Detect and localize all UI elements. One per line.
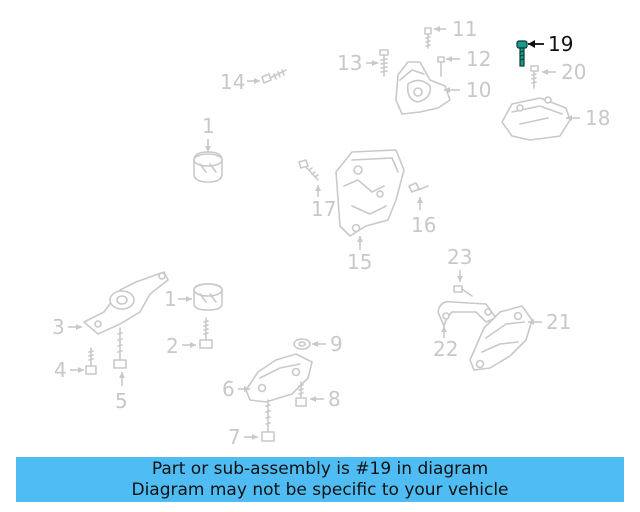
svg-text:3: 3 <box>52 315 65 339</box>
part-16-bolt <box>408 182 429 193</box>
part-9-washer <box>293 338 311 350</box>
svg-text:19: 19 <box>548 32 573 56</box>
svg-text:16: 16 <box>411 213 436 237</box>
part-1-mount-lower <box>193 283 223 311</box>
svg-text:11: 11 <box>452 17 477 41</box>
part-4-bolt <box>85 347 97 375</box>
svg-text:6: 6 <box>222 377 235 401</box>
svg-text:23: 23 <box>447 245 472 269</box>
callout-15: 15 <box>347 236 372 274</box>
callout-19: 19 <box>528 32 573 56</box>
svg-text:20: 20 <box>561 60 586 84</box>
part-12-bolt <box>437 56 445 77</box>
callout-7: 8 <box>310 387 341 411</box>
svg-text:7: 7 <box>228 425 241 449</box>
callout-12: 12 <box>446 47 491 71</box>
part-8-bolt <box>261 399 275 442</box>
callout-22: 22 <box>433 326 458 361</box>
svg-text:4: 4 <box>54 358 67 382</box>
part-6-bracket <box>245 353 313 403</box>
callout-16: 16 <box>411 197 436 237</box>
part-3-torque-rod <box>83 271 169 335</box>
svg-text:1: 1 <box>202 114 215 138</box>
part-19-bolt[interactable] <box>516 40 528 67</box>
part-10-bracket <box>395 61 451 115</box>
svg-text:14: 14 <box>220 70 245 94</box>
part-13-stud <box>379 49 389 77</box>
callout-2: 2 <box>166 334 196 358</box>
callout-11: 11 <box>434 17 477 41</box>
callout-4: 4 <box>54 358 84 382</box>
svg-text:8: 8 <box>328 387 341 411</box>
part-7-bolt <box>295 381 307 407</box>
part-22-link <box>437 300 497 327</box>
part-2-bolt <box>199 317 213 349</box>
svg-text:5: 5 <box>115 389 128 413</box>
part-14-bolt <box>261 69 287 84</box>
callout-20: 20 <box>542 60 586 84</box>
part-23-bolt <box>453 285 473 297</box>
svg-text:18: 18 <box>585 106 610 130</box>
svg-text:21: 21 <box>546 310 571 334</box>
part-18-bracket <box>501 96 571 141</box>
svg-text:1: 1 <box>164 287 177 311</box>
callout-14: 14 <box>220 70 260 94</box>
callout-23: 23 <box>447 245 472 282</box>
part-5-bolt <box>113 327 127 369</box>
callout-21: 21 <box>528 310 571 334</box>
banner-line-1: Part or sub-assembly is #19 in diagram <box>151 458 489 479</box>
callout-3: 3 <box>52 315 82 339</box>
svg-text:15: 15 <box>347 250 372 274</box>
svg-text:17: 17 <box>311 197 336 221</box>
callout-13: 13 <box>337 51 378 75</box>
part-20-bolt <box>530 65 539 89</box>
part-1-mount-upper <box>193 151 223 183</box>
info-banner: Part or sub-assembly is #19 in diagram D… <box>16 457 624 502</box>
svg-text:10: 10 <box>466 78 491 102</box>
svg-text:13: 13 <box>337 51 362 75</box>
callout-10: 10 <box>444 78 491 102</box>
callout-6: 6 <box>222 377 250 401</box>
callout-8: 7 <box>228 425 258 449</box>
callout-17: 17 <box>311 185 336 221</box>
part-21-bracket <box>469 305 533 371</box>
part-17-bolt <box>298 159 319 181</box>
callout-1-lower: 1 <box>164 287 192 311</box>
svg-text:22: 22 <box>433 337 458 361</box>
callout-9: 9 <box>312 332 343 356</box>
svg-text:2: 2 <box>166 334 179 358</box>
part-15-bracket <box>335 149 405 237</box>
callout-18: 18 <box>566 106 610 130</box>
callout-5: 5 <box>115 372 128 413</box>
svg-text:12: 12 <box>466 47 491 71</box>
callout-1-upper: 1 <box>202 114 215 152</box>
banner-line-2: Diagram may not be specific to your vehi… <box>131 479 509 500</box>
svg-text:9: 9 <box>330 332 343 356</box>
part-11-bolt <box>424 27 432 49</box>
